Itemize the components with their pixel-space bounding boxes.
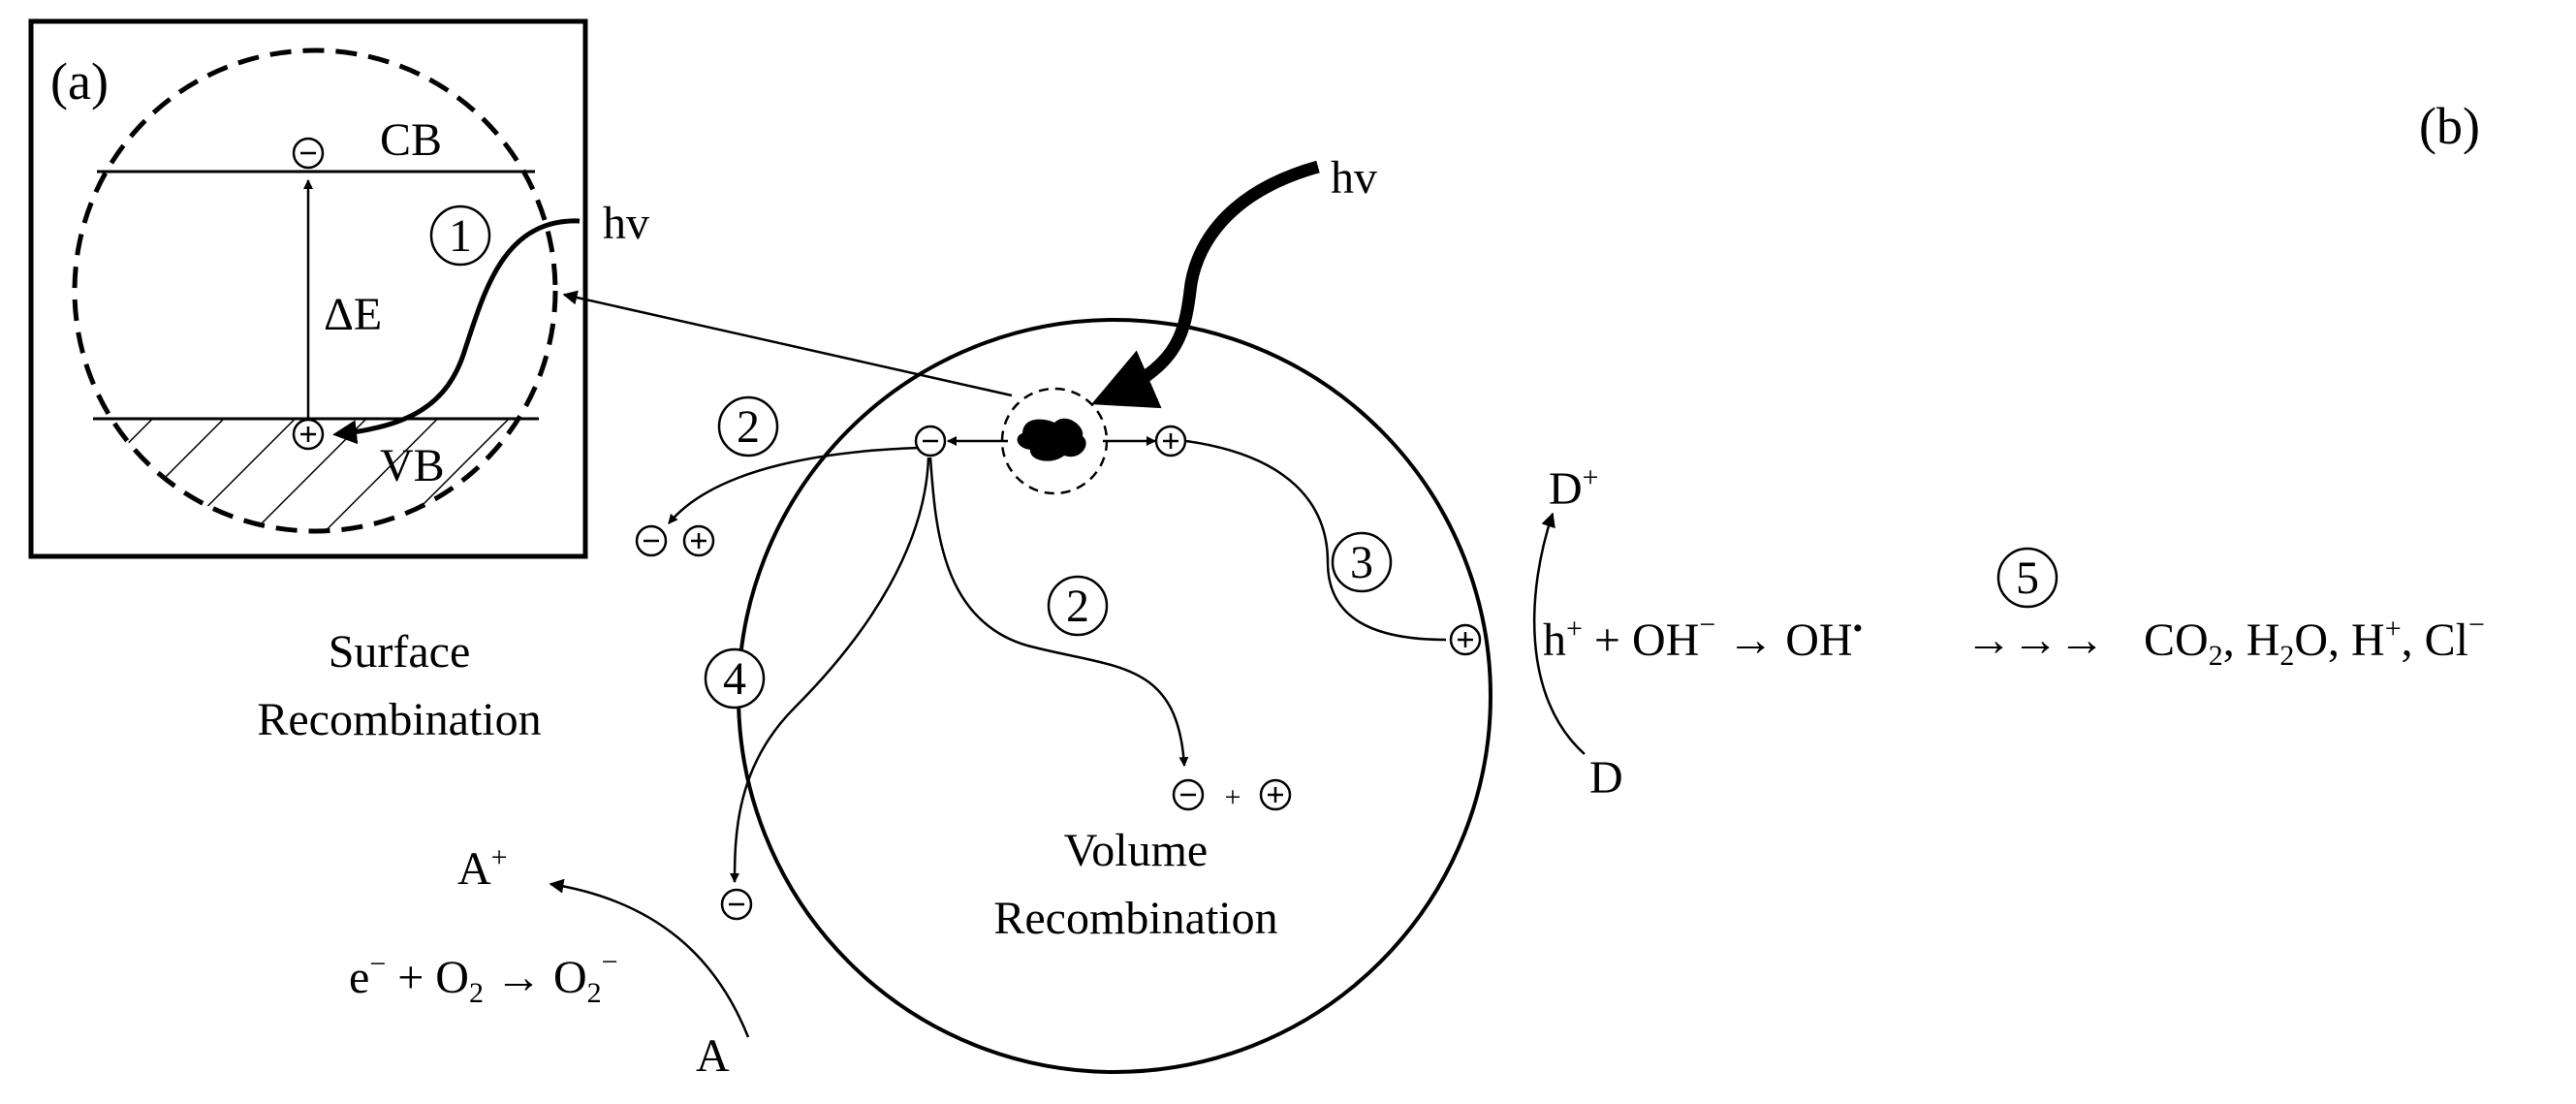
surface-recombined-pair [635, 524, 715, 557]
acceptor-label: A [696, 1030, 730, 1082]
svg-text:2: 2 [1066, 581, 1089, 632]
valence-band-hatch [75, 419, 555, 531]
svg-text:5: 5 [2016, 552, 2039, 604]
surface-recombination-path [668, 446, 920, 524]
step-2-volume-badge: 2 [1047, 575, 1109, 637]
step-2-surface-badge: 2 [717, 395, 779, 457]
electron-transfer-path [730, 457, 930, 883]
acceptor-reduced-label: A+ [457, 841, 508, 895]
donor-oxidation-arrow [1532, 512, 1586, 755]
main-photon-arrow [1091, 160, 1320, 409]
generated-hole [1154, 425, 1187, 457]
svg-text:4: 4 [723, 653, 746, 705]
inset-particle-boundary [72, 47, 558, 534]
svg-text:+: + [1225, 781, 1241, 813]
vb-label: VB [380, 440, 445, 491]
main-panel-label: (b) [2419, 97, 2480, 155]
inset-panel-label: (a) [50, 52, 109, 110]
surface-hole [1449, 623, 1482, 656]
svg-text:3: 3 [1350, 537, 1373, 588]
surface-recombination-label-line2: Recombination [257, 694, 541, 745]
excitation-site [1017, 418, 1086, 461]
step-5-badge: 5 [1996, 547, 2058, 609]
volume-recombination-label-line1: Volume [1064, 825, 1208, 876]
donor-label: D [1589, 752, 1623, 804]
inset-photon-arrow [332, 218, 581, 445]
inset-electron [292, 137, 325, 170]
reduction-equation: e− + O2 → O2− [349, 946, 618, 1009]
surface-electron [720, 888, 753, 921]
donor-oxidized-label: D+ [1549, 461, 1599, 515]
step-1-badge: 1 [429, 205, 491, 267]
generated-electron [914, 425, 947, 457]
surface-recombination-label-line1: Surface [329, 626, 471, 678]
volume-recombination-label-line2: Recombination [993, 893, 1277, 944]
volume-recombined-pair: + [1172, 778, 1292, 813]
main-light-label: hv [1331, 152, 1377, 204]
band-gap-label: ΔE [324, 289, 382, 340]
cb-label: CB [380, 114, 442, 166]
inset-panel: (a) CB VB ΔE 1 hv [28, 18, 649, 559]
svg-text:1: 1 [449, 210, 472, 262]
inset-frame [28, 18, 588, 559]
hole-transfer-path [1185, 439, 1447, 642]
oxidation-equation: h+ + OH− → OH• [1543, 609, 1863, 666]
inset-light-label: hv [603, 198, 649, 249]
step-4-badge: 4 [704, 647, 766, 710]
mineralization-products: →→→CO2, H2O, H+, Cl− [1965, 609, 2485, 672]
inset-hole [292, 418, 325, 451]
volume-recombination-path [928, 457, 1189, 767]
acceptor-reduction-arrow [549, 878, 750, 1038]
step-3-badge: 3 [1331, 531, 1393, 593]
svg-text:2: 2 [737, 401, 760, 453]
zoom-arrow [562, 290, 1013, 397]
semiconductor-particle [737, 318, 1492, 1074]
